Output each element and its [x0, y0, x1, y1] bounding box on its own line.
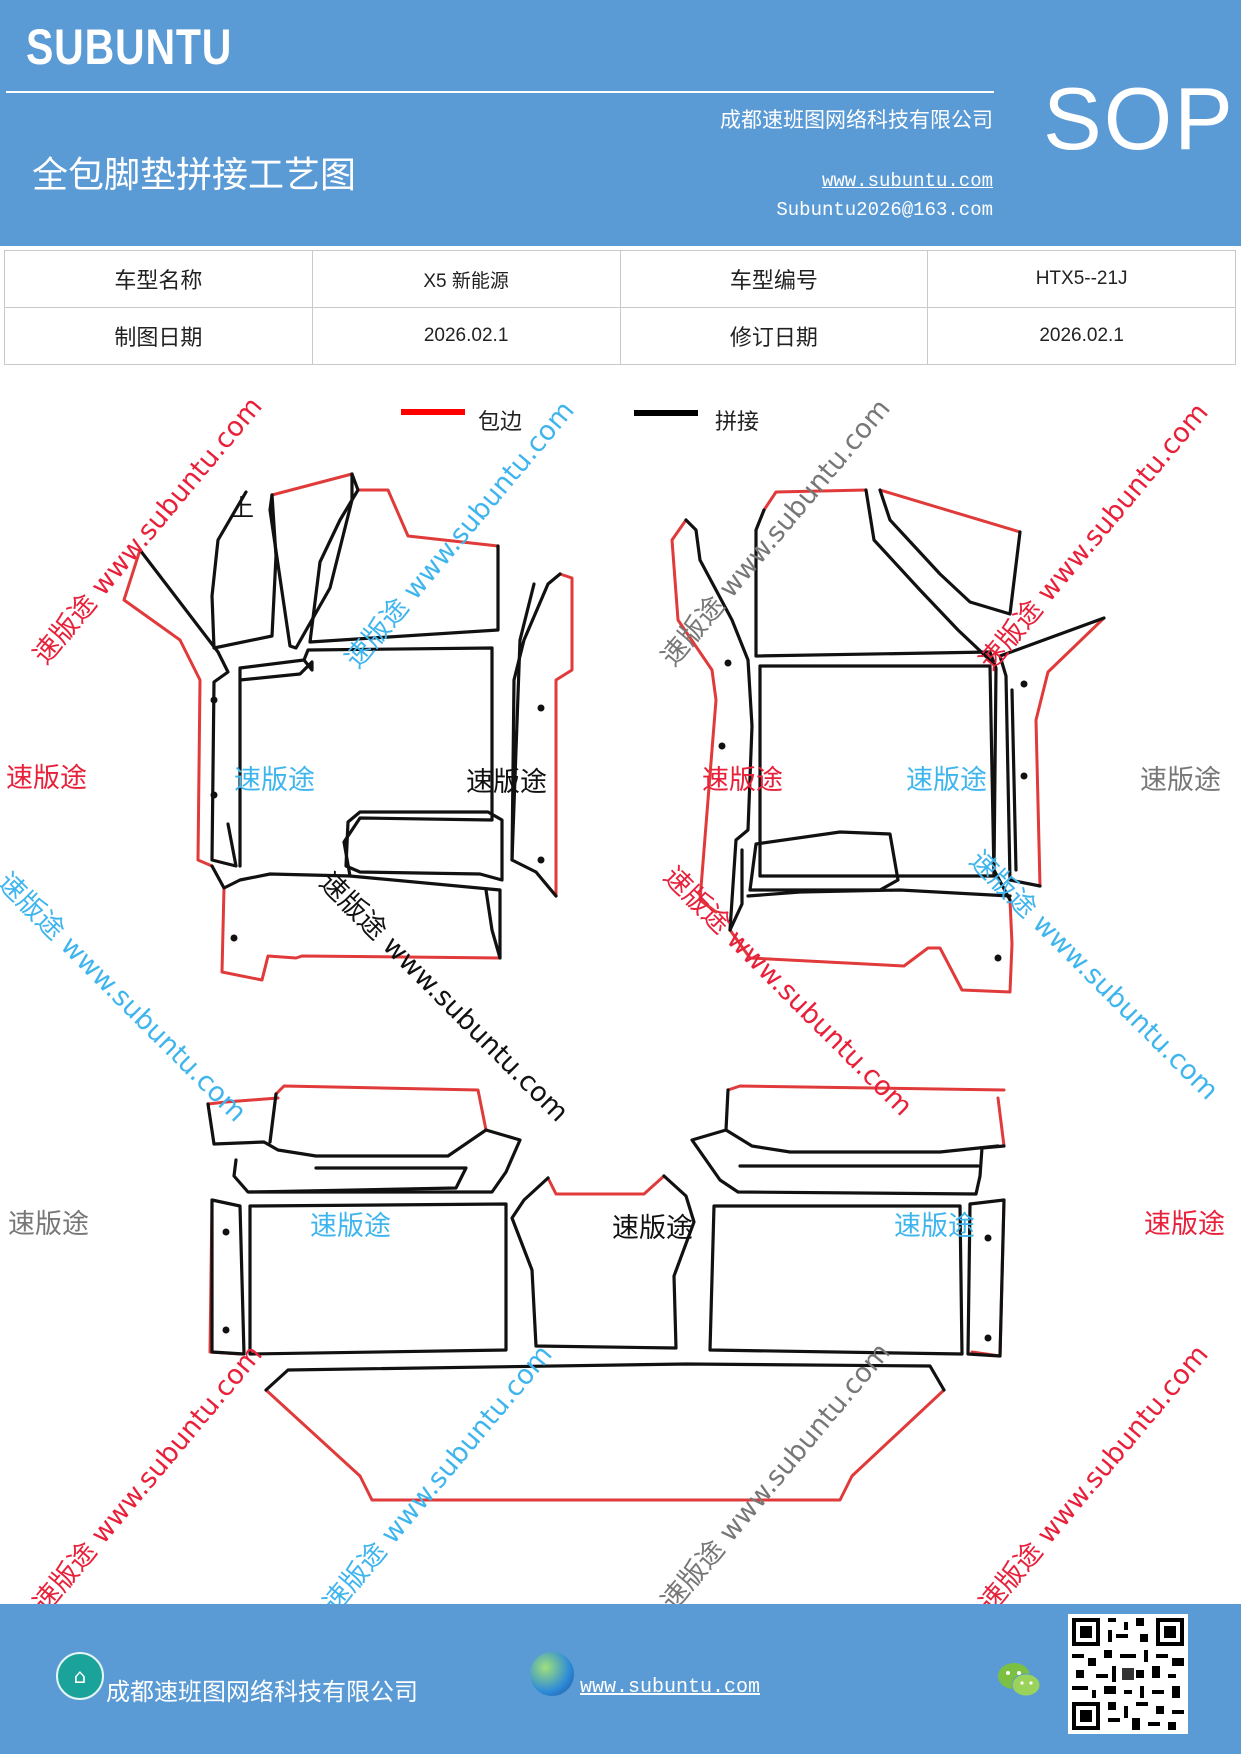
watermark-label: 速版途	[1144, 1209, 1225, 1240]
legend-hem-swatch	[401, 409, 465, 415]
up-marker: 上	[230, 494, 254, 522]
wechat-icon[interactable]	[996, 1660, 1042, 1700]
brand-logo: SUBUNTU	[26, 19, 233, 75]
footer-company: 成都速班图网络科技有限公司	[106, 1678, 418, 1706]
value-model-name: X5 新能源	[311, 250, 621, 308]
watermark-label: 速版途	[702, 765, 783, 796]
watermark-label: 速版途	[466, 767, 547, 798]
page-title: 全包脚垫拼接工艺图	[32, 155, 357, 196]
home-icon: ⌂	[56, 1652, 104, 1700]
header-website-link[interactable]: www.subuntu.com	[821, 170, 993, 192]
label-model-name: 车型名称	[4, 250, 313, 308]
table-row: 制图日期 2026.02.1 修订日期 2026.02.1	[4, 307, 1236, 365]
qr-code-image	[1072, 1618, 1184, 1730]
watermark-label: 速版途	[1140, 765, 1221, 796]
watermark-label: 速版途	[8, 1209, 89, 1240]
label-draw-date: 制图日期	[4, 307, 313, 365]
globe-icon	[530, 1652, 574, 1696]
value-draw-date: 2026.02.1	[311, 307, 621, 365]
legend-splice-swatch	[634, 410, 698, 416]
header-company: 成都速班图网络科技有限公司	[720, 108, 993, 132]
footer-website-link[interactable]: www.subuntu.com	[580, 1676, 761, 1699]
sop-label: SOP	[1043, 69, 1235, 168]
legend-hem-label: 包边	[478, 410, 523, 435]
header-banner: SUBUNTU 成都速班图网络科技有限公司 全包脚垫拼接工艺图 www.subu…	[0, 0, 1241, 246]
table-row: 车型名称 X5 新能源 车型编号 HTX5--21J	[4, 250, 1236, 308]
vehicle-info-table: 车型名称 X5 新能源 车型编号 HTX5--21J 制图日期 2026.02.…	[4, 250, 1236, 365]
watermark-label: 速版途	[310, 1211, 391, 1242]
watermark-label: 速版途	[6, 763, 87, 794]
qr-code	[1068, 1614, 1188, 1734]
label-revision-date: 修订日期	[619, 307, 929, 365]
value-model-code: HTX5--21J	[927, 250, 1236, 308]
legend-splice-label: 拼接	[715, 410, 760, 435]
header-email[interactable]: Subuntu2026@163.com	[776, 199, 993, 221]
footer-banner: ⌂ 成都速班图网络科技有限公司 www.subuntu.com	[0, 1604, 1241, 1754]
watermark-label: 速版途	[906, 765, 987, 796]
watermark-label: 速版途	[612, 1213, 693, 1244]
watermark-label: 速版途	[234, 765, 315, 796]
watermark-label: 速版途	[894, 1211, 975, 1242]
label-model-code: 车型编号	[619, 250, 929, 308]
value-revision-date: 2026.02.1	[927, 307, 1236, 365]
header-divider	[6, 91, 994, 93]
